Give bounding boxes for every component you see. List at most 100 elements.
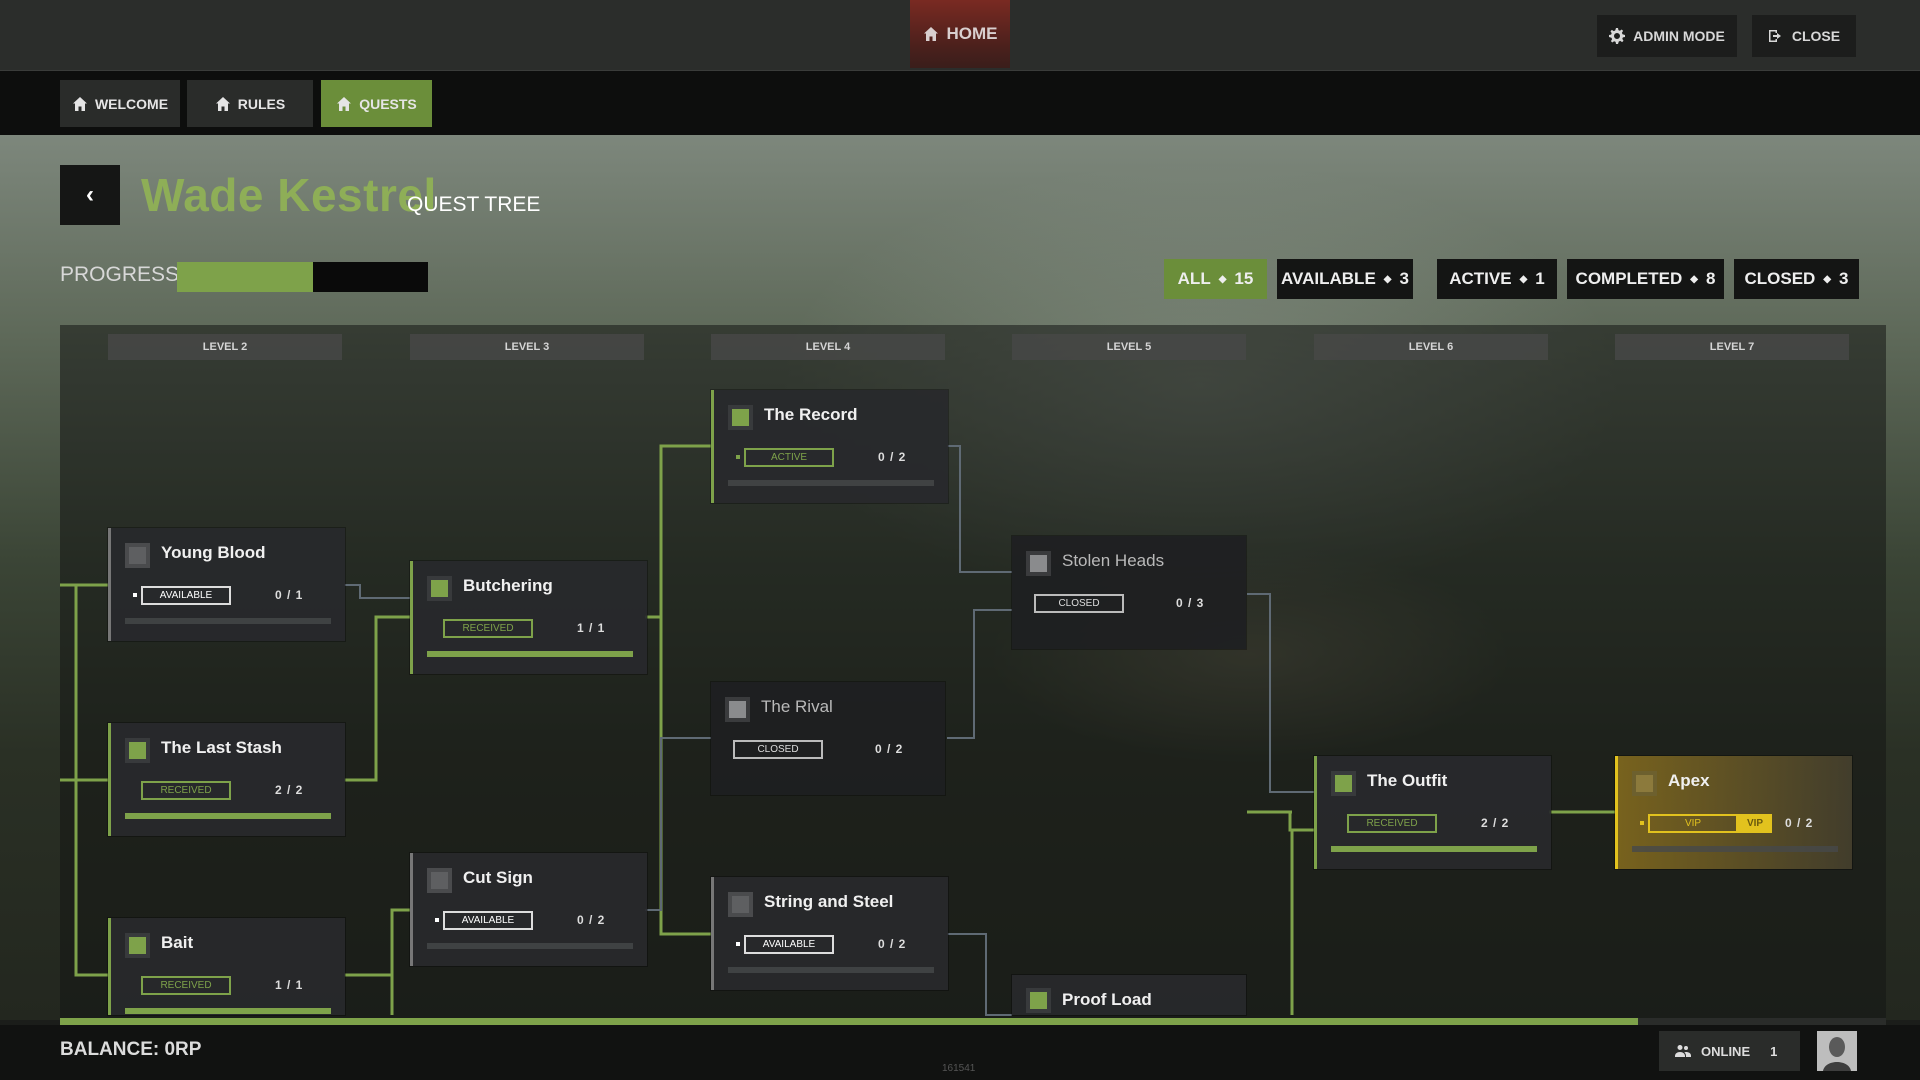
progress-bar-fill bbox=[177, 262, 313, 292]
filter-completed[interactable]: COMPLETED◆8 bbox=[1567, 259, 1724, 299]
quest-card-bait[interactable]: Bait RECEIVED 1 / 1 bbox=[108, 918, 345, 1015]
status-badge: CLOSED bbox=[1034, 594, 1124, 613]
home-button[interactable]: HOME bbox=[910, 0, 1010, 68]
diamond-icon: ◆ bbox=[1823, 273, 1832, 285]
quest-name: The Rival bbox=[761, 697, 833, 716]
quest-card-butchering[interactable]: Butchering RECEIVED 1 / 1 bbox=[410, 561, 647, 674]
avatar[interactable] bbox=[1817, 1031, 1857, 1071]
scrollbar-thumb[interactable] bbox=[60, 1018, 1638, 1025]
quest-count: 0 / 2 bbox=[875, 742, 904, 756]
level-header: LEVEL 4 bbox=[711, 334, 945, 360]
status-badge: ACTIVE bbox=[744, 448, 834, 467]
tab-quests[interactable]: QUESTS bbox=[321, 80, 432, 127]
quest-progress bbox=[728, 967, 934, 973]
status-badge: RECEIVED bbox=[141, 976, 231, 995]
quest-card-proof-load[interactable]: Proof Load bbox=[1012, 975, 1246, 1015]
quest-progress bbox=[125, 813, 331, 819]
horizontal-scrollbar[interactable] bbox=[60, 1018, 1886, 1025]
status-badge: VIP bbox=[1648, 814, 1738, 833]
quest-progress bbox=[427, 651, 633, 657]
filter-count: 3 bbox=[1399, 269, 1409, 288]
quest-checkbox[interactable] bbox=[1026, 988, 1051, 1013]
status-badge: AVAILABLE bbox=[141, 586, 231, 605]
page-title: Wade Kestrel bbox=[141, 169, 437, 221]
back-button[interactable]: ‹ bbox=[60, 165, 120, 225]
quest-name: Apex bbox=[1668, 771, 1710, 790]
admin-mode-button[interactable]: ADMIN MODE bbox=[1597, 15, 1737, 57]
quest-card-stolen-heads[interactable]: Stolen Heads CLOSED 0 / 3 bbox=[1012, 536, 1246, 649]
bullet-icon bbox=[1640, 821, 1644, 825]
quest-checkbox[interactable] bbox=[1331, 771, 1356, 796]
quest-card-young-blood[interactable]: Young Blood AVAILABLE 0 / 1 bbox=[108, 528, 345, 641]
quest-card-cut-sign[interactable]: Cut Sign AVAILABLE 0 / 2 bbox=[410, 853, 647, 966]
online-indicator[interactable]: ONLINE 1 bbox=[1659, 1031, 1800, 1071]
filter-active[interactable]: ACTIVE◆1 bbox=[1437, 259, 1557, 299]
tab-welcome[interactable]: WELCOME bbox=[60, 80, 180, 127]
filter-count: 8 bbox=[1705, 269, 1716, 288]
filter-closed[interactable]: CLOSED◆3 bbox=[1734, 259, 1859, 299]
quest-checkbox[interactable] bbox=[1632, 771, 1657, 796]
bullet-icon bbox=[435, 918, 439, 922]
close-button[interactable]: CLOSE bbox=[1752, 15, 1856, 57]
tab-label: WELCOME bbox=[94, 95, 169, 112]
home-icon bbox=[337, 96, 352, 111]
diamond-icon: ◆ bbox=[1690, 273, 1698, 285]
close-label: CLOSE bbox=[1791, 28, 1841, 44]
bullet-icon bbox=[736, 942, 740, 946]
diamond-icon: ◆ bbox=[1383, 273, 1392, 285]
quest-progress bbox=[125, 618, 331, 624]
quest-card-the-rival[interactable]: The Rival CLOSED 0 / 2 bbox=[711, 682, 945, 795]
filter-label: CLOSED bbox=[1744, 269, 1816, 288]
quest-card-the-record[interactable]: The Record ACTIVE 0 / 2 bbox=[711, 390, 948, 503]
online-count: 1 bbox=[1770, 1043, 1778, 1059]
quest-name: The Record bbox=[764, 405, 858, 424]
filter-all[interactable]: ALL◆15 bbox=[1164, 259, 1267, 299]
filter-available[interactable]: AVAILABLE◆3 bbox=[1277, 259, 1413, 299]
quest-card-string-and-steel[interactable]: String and Steel AVAILABLE 0 / 2 bbox=[711, 877, 948, 990]
quest-count: 0 / 2 bbox=[878, 937, 907, 951]
level-header: LEVEL 2 bbox=[108, 334, 342, 360]
bullet-icon bbox=[133, 593, 137, 597]
quest-card-the-outfit[interactable]: The Outfit RECEIVED 2 / 2 bbox=[1314, 756, 1551, 869]
chevron-left-icon: ‹ bbox=[86, 181, 94, 208]
home-icon bbox=[923, 27, 938, 41]
quest-count: 2 / 2 bbox=[1481, 816, 1510, 830]
quest-progress bbox=[1331, 846, 1537, 852]
quest-count: 0 / 2 bbox=[577, 913, 606, 927]
tab-rules[interactable]: RULES bbox=[187, 80, 313, 127]
diamond-icon: ◆ bbox=[1519, 273, 1528, 285]
quest-card-apex[interactable]: Apex VIP VIP 0 / 2 bbox=[1615, 756, 1852, 869]
gear-icon bbox=[1609, 28, 1626, 44]
balance-display: BALANCE: 0RP bbox=[60, 1039, 202, 1060]
home-icon bbox=[215, 96, 230, 111]
quest-checkbox[interactable] bbox=[725, 697, 750, 722]
quest-progress-fill bbox=[125, 813, 331, 819]
quest-name: Cut Sign bbox=[463, 868, 533, 887]
quest-count: 0 / 1 bbox=[275, 588, 304, 602]
quest-checkbox[interactable] bbox=[427, 576, 452, 601]
quest-checkbox[interactable] bbox=[125, 738, 150, 763]
tabs-bar: WELCOME RULES QUESTS bbox=[0, 71, 1920, 135]
online-label: ONLINE bbox=[1701, 1043, 1751, 1059]
quest-progress bbox=[125, 1008, 331, 1014]
level-header: LEVEL 6 bbox=[1314, 334, 1548, 360]
quest-checkbox[interactable] bbox=[728, 892, 753, 917]
quest-checkbox[interactable] bbox=[125, 543, 150, 568]
version-text: 161541 bbox=[942, 1063, 976, 1074]
quest-checkbox[interactable] bbox=[728, 405, 753, 430]
quest-checkbox[interactable] bbox=[427, 868, 452, 893]
quest-count: 1 / 1 bbox=[275, 978, 304, 992]
quest-count: 0 / 2 bbox=[1785, 816, 1814, 830]
quest-card-the-last-stash[interactable]: The Last Stash RECEIVED 2 / 2 bbox=[108, 723, 345, 836]
progress-label: PROGRESS bbox=[60, 263, 180, 286]
quest-checkbox[interactable] bbox=[1026, 551, 1051, 576]
bottom-bar bbox=[0, 1025, 1920, 1080]
quest-tree-panel bbox=[60, 325, 1886, 1020]
quest-name: Stolen Heads bbox=[1062, 551, 1165, 570]
quest-checkbox[interactable] bbox=[125, 933, 150, 958]
quest-progress-fill bbox=[427, 651, 633, 657]
vip-chip: VIP bbox=[1738, 814, 1772, 833]
page-subtitle: QUEST TREE bbox=[407, 193, 541, 216]
admin-mode-label: ADMIN MODE bbox=[1633, 28, 1725, 44]
quest-name: The Outfit bbox=[1367, 771, 1448, 790]
